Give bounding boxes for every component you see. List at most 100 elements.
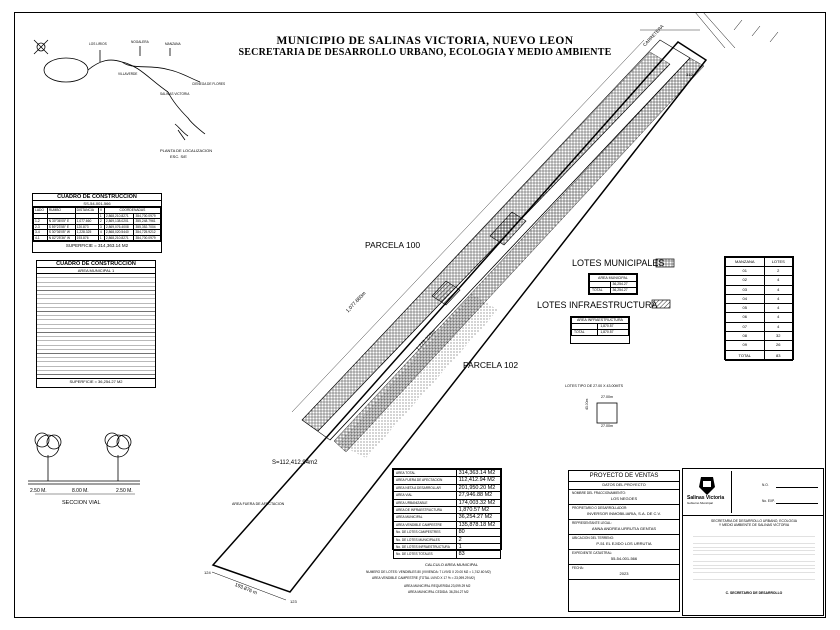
- area-summary-label: AREA FUERA DE AFECTACION: [393, 476, 457, 485]
- project-field-value: LOS NEGOES: [610, 496, 638, 501]
- tb-heading: SECRETARIA DE DESARROLLO URBANO, ECOLOGI…: [693, 519, 815, 527]
- tb-stamp: C. SECRETARIO DE DESARROLLO: [725, 591, 783, 595]
- manzana-cell: 03: [725, 284, 765, 295]
- title-line-1: MUNICIPIO DE SALINAS VICTORIA, NUEVO LEO…: [276, 35, 574, 47]
- calc-line-2: AREA VENDIBLE CAMPESTRE (TOTAL LVIVD X 1…: [372, 576, 475, 580]
- municipal-swatch: [655, 258, 675, 268]
- location-map: [33, 39, 206, 141]
- map-label-manzana: MANZANA: [165, 42, 181, 46]
- area-infra-total-label: TOTAL: [570, 329, 599, 336]
- area-label: S=112,412.94m2: [272, 460, 318, 466]
- logo-text: Salinas Victoria: [687, 495, 725, 501]
- lote-tipo-width: 27.00m: [601, 395, 613, 399]
- area-summary-label: No. DE LOTES INFRAESTRUCTURA: [393, 543, 457, 552]
- area-summary-label: No. DE LOTES TOTALES: [393, 550, 457, 559]
- area-summary-value: 201,950.20 M2: [455, 483, 502, 493]
- area-summary-label: AREA NETA A DESARROLLAR: [393, 483, 457, 493]
- municipal-seal: Salinas Victoria Gobierno Municipal: [687, 473, 727, 507]
- tb-fields: N.O. No. EXP.: [731, 471, 824, 513]
- area-summary-value: 80: [455, 528, 502, 537]
- ct1-cell: 1: [97, 234, 105, 241]
- section-dim-mid: 8.00 M.: [72, 488, 89, 494]
- manzana-cell: 02: [725, 275, 765, 286]
- section-dim-left: 2.50 M.: [30, 488, 47, 494]
- legend-infraestructura: LOTES INFRAESTRUCTURA: [537, 300, 658, 310]
- ct2-title: CUADRO DE CONSTRUCCION: [37, 261, 155, 268]
- parcela-102-label: PARCELA 102: [463, 360, 519, 370]
- area-summary-label: AREA URBANIZABLE: [393, 498, 457, 508]
- area-municipal-total-label: TOTAL: [589, 287, 611, 294]
- project-field: EXPEDIENTE CATASTRAL:55-54-001-566: [569, 550, 679, 565]
- area-summary-value: 27,946.88 M2: [455, 491, 502, 500]
- legend-municipales: LOTES MUNICIPALES: [572, 258, 665, 268]
- tb-field-2: No. EXP.: [762, 499, 775, 503]
- title-line-2: SECRETARIA DE DESARROLLO URBANO, ECOLOGI…: [238, 47, 612, 58]
- area-summary-label: AREA VENDIBLE CAMPESTRE: [393, 520, 457, 530]
- manzana-cell: 01: [725, 265, 765, 277]
- calc-line-4: AREA MUNICIPAL CEDIDA: 36,254.27 M2: [408, 590, 469, 594]
- tb-field-1: N.O.: [762, 483, 769, 487]
- section-dim-right: 2.50 M.: [116, 488, 133, 494]
- project-box: PROYECTO DE VENTAS DATOS DEL PROYECTO NO…: [568, 470, 680, 612]
- project-field: PROPIETARIO O DESARROLLADOR:INVERSOR INM…: [569, 505, 679, 520]
- area-summary-label: AREA VIAL: [393, 491, 457, 500]
- project-field-label: UBICACION DEL TERRENO:: [572, 536, 614, 540]
- tb-heading-2: Y MEDIO AMBIENTE DE SALINAS VICTORIA: [718, 523, 790, 527]
- manzana-cell: 4: [763, 275, 794, 286]
- area-municipal-total: 36,254.27: [609, 287, 638, 294]
- ct1-footer: SUPERFICIE = 314,363.14 M2: [33, 241, 161, 249]
- area-summary-value: 135,878.18 M2: [455, 520, 502, 530]
- manzana-cell: 05: [725, 303, 765, 314]
- manzana-cell: 4: [763, 321, 794, 333]
- lote-tipo-box: [596, 402, 618, 424]
- area-infra-total: 1,870.57: [597, 329, 629, 336]
- area-summary-value: 314,363.14 M2: [455, 468, 502, 478]
- project-field-value: INVERSOR INMOBILIARIA, S.A. DE C.V.: [587, 511, 661, 516]
- manzana-cell: 4: [763, 293, 794, 305]
- lote-tipo-width-bottom: 27.00m: [601, 424, 613, 428]
- project-field: UBICACION DEL TERRENO:P-51 EL EJIDO LOS …: [569, 535, 679, 550]
- sheet-frame: [14, 12, 826, 618]
- parcela-100-label: PARCELA 100: [365, 240, 421, 250]
- ct2-rows: [37, 274, 155, 378]
- project-field-value: 55-54-001-566: [610, 556, 638, 561]
- construction-table-2: CUADRO DE CONSTRUCCION AREA MUNICIPAL 1 …: [36, 260, 156, 388]
- section-vial-label: SECCION VIAL: [62, 500, 101, 506]
- area-summary-value: 174,003.32 M2: [455, 498, 502, 508]
- calc-line-3: AREA MUNICIPAL REQUERIDA 23,099.29 M2: [404, 584, 471, 588]
- area-summary-value: 112,412.94 M2: [455, 476, 502, 485]
- manzana-cell: 32: [763, 331, 794, 342]
- lote-tipo-height: 43.00m: [585, 398, 589, 410]
- project-header: PROYECTO DE VENTAS: [589, 473, 659, 479]
- map-label-cienega: CIENEGA DE FLORES: [192, 82, 226, 86]
- area-summary-label: AREA DE INFRAESTRUCTURA: [393, 506, 457, 515]
- project-field-label: NOMBRE DEL FRACCIONAMIENTO:: [572, 491, 626, 495]
- manzana-cell: 4: [763, 284, 794, 295]
- area-summary-value: 83: [455, 550, 502, 559]
- manzana-cell: 04: [725, 293, 765, 305]
- map-scale: ESC. S/E: [170, 154, 187, 159]
- tb-text-block: [693, 533, 815, 583]
- manzanas-header-lotes: LOTES: [763, 257, 794, 267]
- map-label-lirios: LOS LIRIOS: [89, 42, 107, 46]
- manzanas-header-manzana: MANZANA: [725, 257, 765, 267]
